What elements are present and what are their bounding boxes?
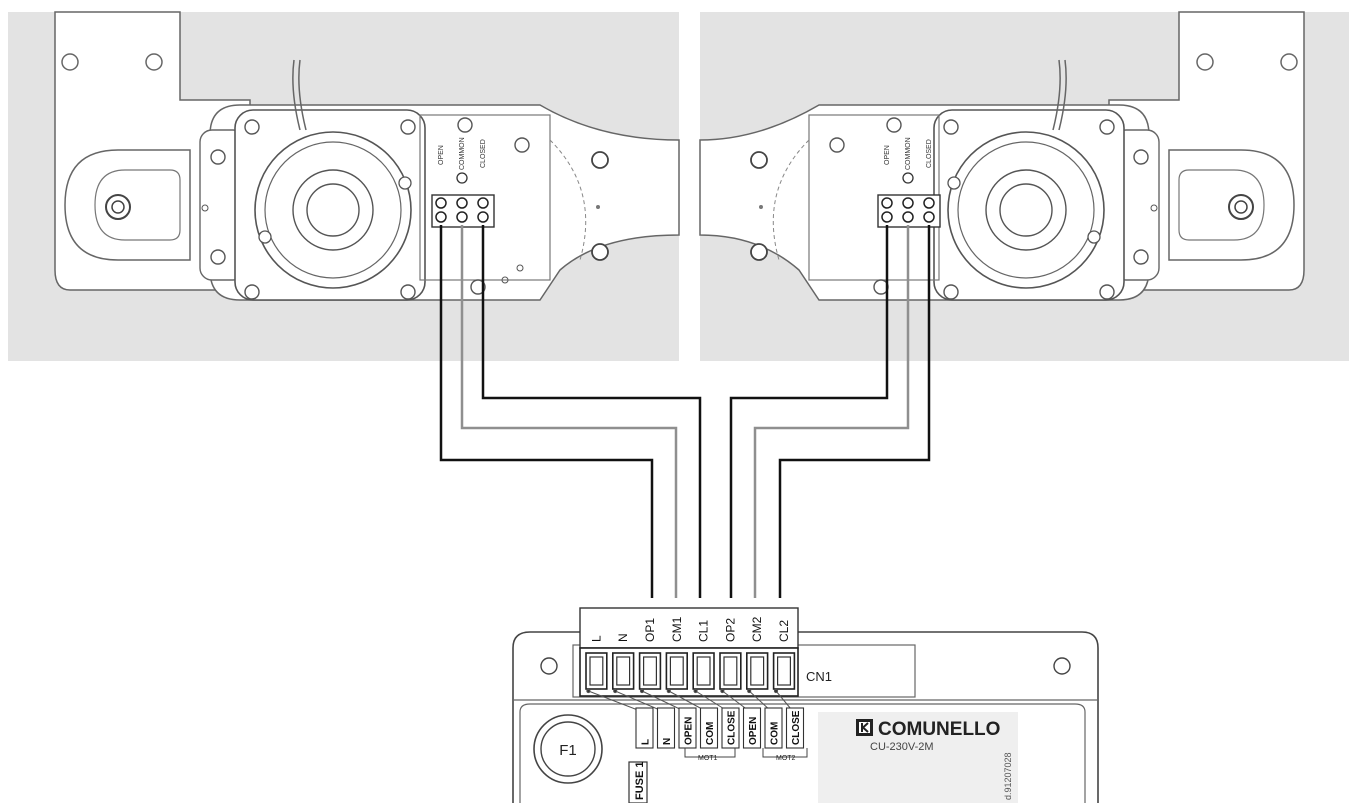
brand-block: COMUNELLO CU-230V-2M d.91207028 (818, 712, 1018, 803)
board-label-box (785, 707, 805, 749)
board-code: d.91207028 (1003, 752, 1013, 800)
fuse-text: FUSE 1 (634, 761, 646, 800)
left-label-open: OPEN (438, 145, 445, 165)
cn1-terminal-label: CM1 (670, 616, 684, 642)
cn1-terminal-label: CL1 (697, 620, 711, 642)
left-motor-body-icon (254, 131, 412, 289)
cn1-screw-head (589, 656, 604, 686)
left-motor-terminal-block: OPEN COMMON CLOSED (431, 137, 495, 228)
right-motor-terminal-block: OPEN COMMON CLOSED (877, 137, 941, 228)
cn1-terminal-block: L N OP1 CM1 CL1 OP2 CM2 CL2 CN1 (579, 607, 832, 697)
fuse: F1 FUSE 1 (533, 714, 648, 803)
cn1-terminal-label: CL2 (777, 620, 791, 642)
group-mot2: MOT2 (776, 755, 796, 762)
lead-line (615, 690, 665, 713)
lead-dot (773, 688, 779, 694)
board-label-box (635, 707, 654, 749)
cn1-terminal-label: CM2 (750, 616, 764, 642)
wire-right-closed (778, 225, 931, 598)
board-terminal-label: CLOSE (727, 710, 738, 745)
board-terminal-label: CLOSE (791, 710, 802, 745)
right-label-closed: CLOSED (926, 139, 933, 168)
board-label-box (742, 707, 762, 749)
right-label-open: OPEN (884, 145, 891, 165)
wire-left-common (460, 225, 678, 598)
left-pivot-nut-icon (105, 194, 131, 220)
cn1-terminal-label: OP1 (643, 618, 657, 642)
mount-hole-left-icon (540, 657, 558, 675)
wire-right-open (729, 225, 889, 598)
control-unit: L N OP1 CM1 CL1 OP2 CM2 CL2 CN1 L N OPEN COM CLOSE O… (512, 607, 1099, 803)
board-terminal-label: L (641, 739, 652, 745)
cn1-terminal-label: OP2 (723, 618, 737, 642)
cn1-screw-head (776, 656, 791, 686)
lead-dot (666, 688, 671, 694)
lead-dot (586, 688, 591, 694)
board-terminal-labels: L N OPEN COM CLOSE OPEN COM CLOSE MOT1 MOT2 (635, 707, 808, 762)
wire-right-common (753, 225, 910, 598)
mount-hole-right-icon (1053, 657, 1071, 675)
board-label-box (699, 707, 719, 749)
lead-dot (613, 688, 618, 694)
comunello-logo-icon (856, 719, 873, 736)
left-label-closed: CLOSED (480, 139, 487, 168)
lead-dot (639, 688, 645, 694)
fuse-label: F1 (559, 742, 577, 759)
cn1-screw-head (642, 656, 657, 686)
board-terminal-label: COM (770, 722, 781, 745)
wire-left-closed (481, 225, 702, 598)
board-label-box (721, 707, 740, 749)
left-label-common: COMMON (459, 137, 466, 170)
cn1-screw-head (750, 656, 765, 686)
right-motor-panel: OPEN COMMON CLOSED (699, 11, 1349, 361)
board-label-box (656, 707, 676, 749)
wiring (439, 225, 931, 598)
lead-dot (747, 688, 752, 694)
cn1-terminal-label: L (589, 635, 603, 642)
cn1-screw-head (696, 656, 711, 686)
lead-line (588, 690, 644, 713)
board-terminal-label: N (662, 738, 673, 745)
wire-left-open (439, 225, 654, 598)
cn1-screw-head (669, 656, 684, 686)
board-label-box (678, 707, 697, 749)
cn1-screw-head (616, 656, 631, 686)
left-motor-panel: OPEN COMMON CLOSED (8, 11, 680, 361)
right-label-common: COMMON (905, 137, 912, 170)
board-terminal-label: OPEN (748, 717, 759, 745)
board-label-box (764, 707, 783, 749)
board-terminal-label: OPEN (684, 717, 695, 745)
lead-dot (693, 688, 698, 694)
group-mot1: MOT1 (698, 755, 718, 762)
board-terminal-label: COM (705, 722, 716, 745)
cn1-terminal-label: N (616, 633, 630, 642)
brand-name: COMUNELLO (878, 719, 1000, 740)
lead-dot (720, 688, 725, 694)
model-name: CU-230V-2M (870, 741, 934, 753)
connector-label: CN1 (806, 669, 832, 684)
cn1-screw-head (723, 656, 738, 686)
